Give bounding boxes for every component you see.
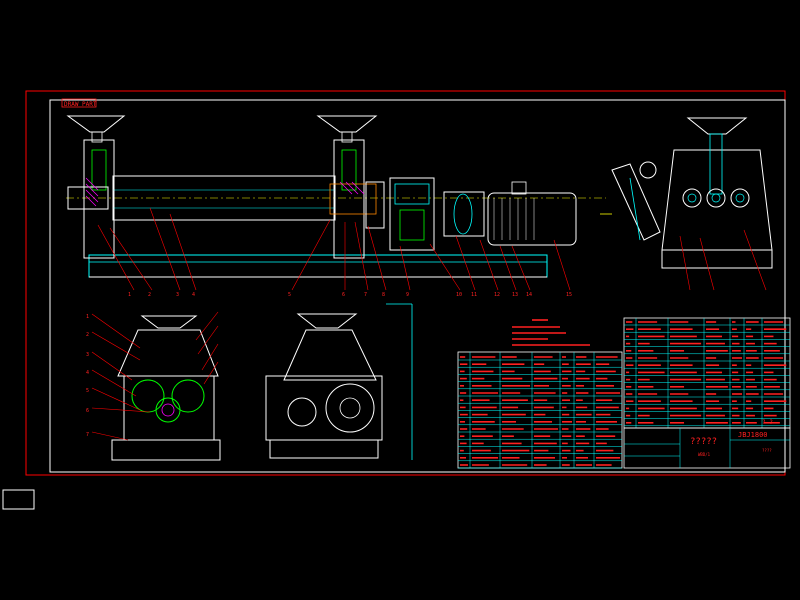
balloon: 7 [364, 292, 367, 298]
parts-table-right-rows [624, 324, 790, 427]
right-bearing [329, 183, 377, 215]
gear-reducer [389, 177, 435, 251]
sheet-border-inner [49, 99, 786, 473]
electric-motor [487, 192, 577, 246]
balloon: 1 [128, 292, 131, 298]
gearbox-handwheel [296, 313, 358, 329]
roll-hub [735, 193, 745, 203]
motor-fins [493, 198, 535, 240]
reducer-gear [399, 209, 425, 241]
arm-pivot [639, 161, 657, 179]
balloon: 7 [86, 432, 89, 438]
drawing-subtitle: WBD/1 [698, 452, 711, 457]
viewport-marker [2, 489, 35, 510]
corner-label: DRAW PART [64, 101, 97, 108]
gearbox-base [269, 439, 379, 459]
brake-disk [453, 193, 473, 235]
sheet-label: ???? [762, 448, 772, 453]
side-handwheel [686, 117, 748, 135]
corner-label-box [61, 98, 97, 108]
drawing-title: ????? [690, 437, 717, 447]
balloon: 2 [148, 292, 151, 298]
small-marks: ? ? [762, 419, 773, 426]
balloon: 3 [86, 352, 89, 358]
parts-table-right-columns [635, 318, 763, 428]
drawing-number: JBJ1800 [738, 431, 768, 439]
section-leaders [91, 311, 219, 441]
parts-table-text [460, 356, 620, 466]
technical-notes [512, 319, 590, 346]
title-block: ????? WBD/1 JBJ1800 ? ? ???? [623, 419, 791, 469]
balloon: 12 [494, 292, 500, 298]
gearbox-gear-small [287, 397, 317, 427]
balloon: 10 [456, 292, 462, 298]
balloon: 11 [471, 292, 477, 298]
balloon: 5 [288, 292, 291, 298]
gearbox-view [265, 303, 413, 460]
left-screw [91, 149, 107, 191]
side-base [661, 249, 773, 269]
section-base [111, 439, 221, 461]
front-leaders [97, 207, 571, 291]
arm-rod [629, 177, 641, 241]
right-hatching [339, 181, 365, 195]
right-side-view [611, 117, 773, 291]
balloon: 15 [566, 292, 572, 298]
gear-bottom [155, 397, 181, 423]
roll-hub [687, 193, 697, 203]
gear-right [171, 379, 205, 413]
tilting-arm [611, 163, 661, 241]
left-handwheel-hub [91, 131, 103, 143]
balloon: 6 [342, 292, 345, 298]
right-housing [333, 139, 365, 259]
left-bearing [67, 186, 109, 210]
parts-list-left [457, 351, 623, 469]
balloon: 3 [176, 292, 179, 298]
reducer-top [394, 183, 430, 205]
balloon: 4 [192, 292, 195, 298]
side-roll-center [706, 188, 726, 208]
roll-hub [711, 193, 721, 203]
side-roll-right [730, 188, 750, 208]
balloon: 14 [526, 292, 532, 298]
balloon: 8 [382, 292, 385, 298]
balloon: 9 [406, 292, 409, 298]
front-view: 1 2 3 4 5 6 7 8 9 10 11 12 13 14 15 [66, 115, 612, 298]
right-handwheel-hub [341, 131, 353, 143]
gearbox-gear-hub [339, 397, 361, 419]
left-hatching [85, 177, 99, 207]
notes-lines [512, 319, 590, 346]
motor-coupling [443, 191, 485, 237]
balloon: 1 [86, 314, 89, 320]
front-balloons: 1 2 3 4 5 6 7 8 9 10 11 12 13 14 15 [128, 292, 572, 298]
side-roll-left [682, 188, 702, 208]
gearbox-frame [283, 329, 377, 381]
balloon: 5 [86, 388, 89, 394]
right-screw [341, 149, 357, 191]
parts-table-columns [469, 352, 595, 468]
parts-list-right [623, 317, 791, 429]
parts-table-rows [458, 359, 622, 469]
motor-terminal-box [511, 181, 527, 195]
balloon: 4 [86, 370, 89, 376]
title-block-frame [623, 427, 791, 469]
parts-table-right-text [626, 321, 787, 424]
gearbox-gear-large [325, 383, 375, 433]
gear-bottom-hub [161, 403, 175, 417]
right-handwheel [316, 115, 378, 133]
coupling [365, 181, 385, 229]
balloon: 13 [512, 292, 518, 298]
left-handwheel [66, 115, 126, 133]
balloon: 2 [86, 332, 89, 338]
side-leaders [679, 229, 767, 291]
section-view-gears: 1 2 3 4 5 6 7 [86, 311, 221, 461]
section-handwheel [140, 315, 198, 329]
balloon: 6 [86, 408, 89, 414]
left-housing [83, 139, 115, 259]
